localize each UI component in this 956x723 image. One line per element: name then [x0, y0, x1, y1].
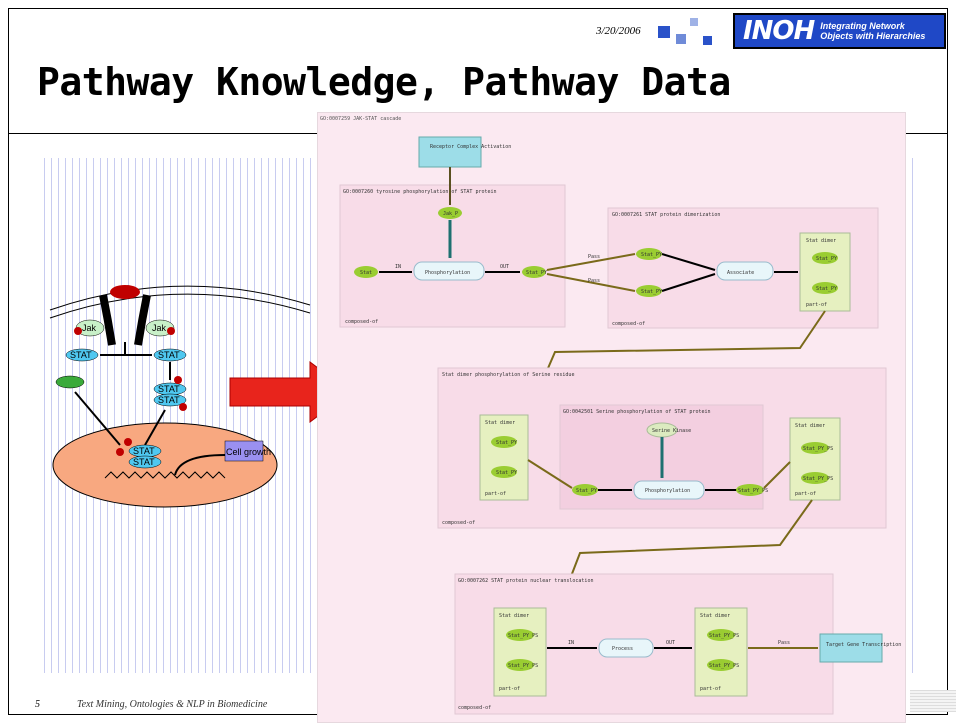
svg-text:OUT: OUT	[500, 264, 509, 270]
svg-text:Stat_PY_PS: Stat_PY_PS	[738, 488, 768, 494]
svg-text:composed-of: composed-of	[612, 321, 645, 327]
pathway-title: GO:0007259 JAK-STAT cascade	[320, 116, 402, 122]
svg-text:Stat dimer: Stat dimer	[795, 423, 825, 429]
svg-text:Target Gene Transcription: Target Gene Transcription	[826, 642, 901, 648]
svg-text:STAT: STAT	[133, 457, 155, 467]
svg-text:Stat: Stat	[360, 270, 372, 276]
svg-text:part-of: part-of	[499, 686, 520, 692]
svg-text:Stat dimer phosphorylation of: Stat dimer phosphorylation of Serine res…	[442, 372, 574, 378]
svg-text:part-of: part-of	[700, 686, 721, 692]
svg-text:Pass: Pass	[588, 254, 600, 260]
svg-text:Stat_PY_PS: Stat_PY_PS	[709, 663, 739, 669]
striped-background	[44, 158, 314, 673]
svg-text:Stat_PY_PS: Stat_PY_PS	[508, 633, 538, 639]
svg-text:IN: IN	[395, 264, 401, 270]
svg-text:Phosphorylation: Phosphorylation	[645, 488, 690, 494]
ligand	[110, 285, 140, 299]
svg-text:Jak: Jak	[152, 323, 167, 333]
svg-text:composed-of: composed-of	[345, 319, 378, 325]
svg-text:Pass: Pass	[778, 640, 790, 646]
svg-text:Stat_PY: Stat_PY	[576, 488, 597, 494]
svg-text:Stat_PY: Stat_PY	[641, 252, 662, 258]
decor-square	[703, 36, 712, 45]
svg-text:STAT: STAT	[158, 350, 180, 360]
svg-text:part-of: part-of	[806, 302, 827, 308]
svg-text:Stat_PY: Stat_PY	[816, 256, 837, 262]
jak-p-node	[438, 207, 462, 219]
svg-text:Stat_PY_PS: Stat_PY_PS	[803, 476, 833, 482]
svg-text:Stat_PY: Stat_PY	[816, 286, 837, 292]
svg-text:Stat_PY_PS: Stat_PY_PS	[709, 633, 739, 639]
slide-title: Pathway Knowledge, Pathway Data	[37, 60, 731, 104]
svg-text:GO:0007260 tyrosine phosphoryl: GO:0007260 tyrosine phosphorylation of S…	[343, 189, 497, 195]
box-tyrosine	[339, 184, 566, 328]
svg-text:Pass: Pass	[588, 278, 600, 284]
svg-text:STAT: STAT	[70, 350, 92, 360]
svg-text:Stat_PY: Stat_PY	[496, 440, 517, 446]
svg-text:composed-of: composed-of	[458, 705, 491, 711]
footer-text: Text Mining, Ontologies & NLP in Biomedi…	[77, 699, 268, 710]
svg-text:OUT: OUT	[666, 640, 675, 646]
striped-background-right	[905, 158, 917, 673]
svg-text:IN: IN	[568, 640, 574, 646]
svg-text:GO:0007261 STAT protein dimeri: GO:0007261 STAT protein dimerization	[612, 212, 720, 218]
nucleus	[52, 422, 278, 508]
slide-date: 3/20/2006	[596, 25, 641, 37]
svg-text:Phosphorylation: Phosphorylation	[425, 270, 470, 276]
svg-text:composed-of: composed-of	[442, 520, 475, 526]
svg-text:Stat dimer: Stat dimer	[499, 613, 529, 619]
svg-text:Stat_PY: Stat_PY	[641, 289, 662, 295]
svg-text:Stat dimer: Stat dimer	[806, 238, 836, 244]
svg-text:STAT: STAT	[133, 446, 155, 456]
decor-square	[676, 34, 686, 44]
title-divider	[8, 133, 318, 134]
svg-text:Stat dimer: Stat dimer	[485, 420, 515, 426]
receptor-node	[418, 136, 482, 168]
footer-bar	[910, 690, 956, 712]
svg-text:Serine Kinase: Serine Kinase	[652, 428, 691, 434]
svg-text:GO:0042501 Serine phosphorylat: GO:0042501 Serine phosphorylation of STA…	[563, 409, 711, 415]
svg-text:Stat dimer: Stat dimer	[700, 613, 730, 619]
svg-text:Associate: Associate	[727, 270, 754, 276]
page-number: 5	[35, 699, 40, 710]
jak-right	[145, 319, 175, 337]
svg-text:part-of: part-of	[795, 491, 816, 497]
svg-text:Jak: Jak	[82, 323, 97, 333]
svg-text:STAT: STAT	[158, 384, 180, 394]
svg-text:Stat_PY_PS: Stat_PY_PS	[508, 663, 538, 669]
svg-text:Stat_PY: Stat_PY	[526, 270, 547, 276]
svg-text:STAT: STAT	[158, 395, 180, 405]
svg-text:GO:0007262 STAT protein nuclea: GO:0007262 STAT protein nuclear transloc…	[458, 578, 593, 584]
decor-square	[658, 26, 670, 38]
kinase	[55, 375, 85, 389]
svg-text:Receptor Complex Activation: Receptor Complex Activation	[430, 144, 511, 150]
cell-growth-box	[224, 440, 264, 462]
svg-text:Stat_PY_PS: Stat_PY_PS	[803, 446, 833, 452]
svg-text:Stat_PY: Stat_PY	[496, 470, 517, 476]
target-node	[819, 633, 883, 663]
decor-square	[690, 18, 698, 26]
svg-text:part-of: part-of	[485, 491, 506, 497]
svg-text:Process: Process	[612, 646, 633, 652]
svg-text:Cell growth: Cell growth	[226, 447, 271, 457]
svg-text:Jak_P: Jak_P	[443, 211, 458, 217]
